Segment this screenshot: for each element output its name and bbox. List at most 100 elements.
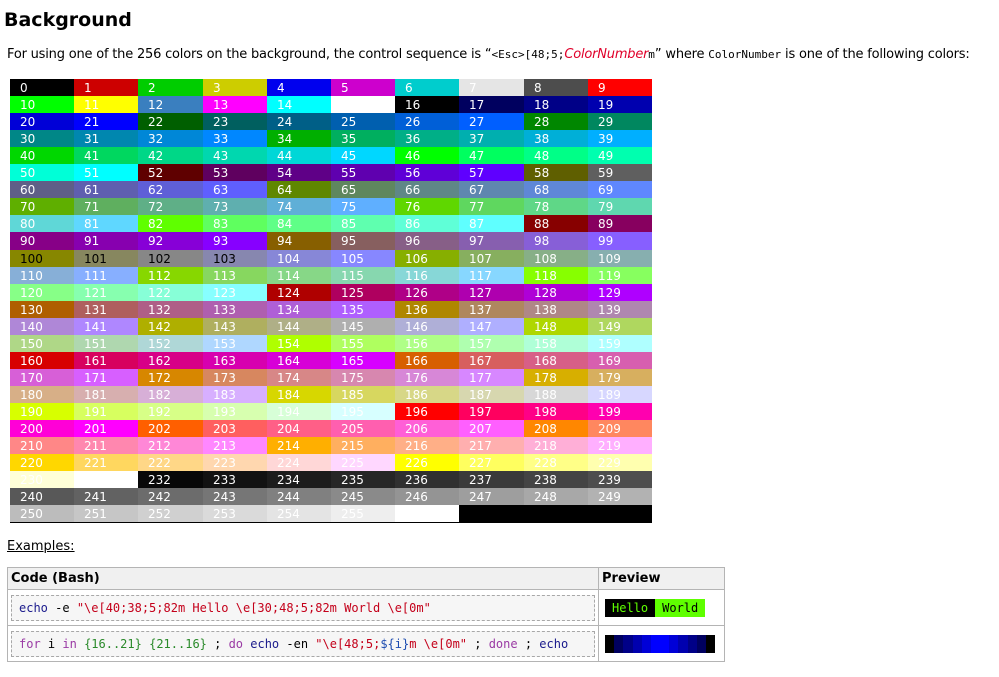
color-cell-159: 159: [588, 335, 652, 352]
color-cell-150: 150: [10, 335, 74, 352]
color-cell-106: 106: [395, 250, 459, 267]
color-cell-244: 244: [267, 488, 331, 505]
color-cell-117: 117: [459, 267, 524, 284]
color-cell-213: 213: [203, 437, 267, 454]
color-cell-202: 202: [138, 420, 203, 437]
color-cell-13: 13: [203, 96, 267, 113]
code-range: {21..16}: [149, 636, 207, 651]
color-cell-164: 164: [267, 352, 331, 369]
code-block[interactable]: echo -e "\e[40;38;5;82m Hello \e[30;48;5…: [11, 594, 595, 621]
code-token: -e: [47, 600, 77, 615]
color-cell-84: 84: [267, 215, 331, 232]
color-cell-231: 231: [74, 471, 138, 488]
code-keyword: in: [62, 636, 77, 651]
color-cell-79: 79: [588, 198, 652, 215]
color-cell-139: 139: [588, 301, 652, 318]
color-cell-227: 227: [459, 454, 524, 471]
color-cell-154: 154: [267, 335, 331, 352]
color-cell-15: 15: [331, 96, 395, 113]
color-cell-135: 135: [331, 301, 395, 318]
color-cell-133: 133: [203, 301, 267, 318]
color-cell-211: 211: [74, 437, 138, 454]
color-cell-61: 61: [74, 181, 138, 198]
color-cell-107: 107: [459, 250, 524, 267]
color-cell-10: 10: [10, 96, 74, 113]
color-cell-188: 188: [524, 386, 588, 403]
color-cell-1: 1: [74, 79, 138, 96]
color-cell-97: 97: [459, 232, 524, 250]
preview-swatch: [605, 634, 615, 653]
color-cell-141: 141: [74, 318, 138, 335]
color-cell-100: 100: [10, 250, 74, 267]
color-cell-6: 6: [395, 79, 459, 96]
color-cell-167: 167: [459, 352, 524, 369]
color-cell-31: 31: [74, 130, 138, 147]
color-cell-112: 112: [138, 267, 203, 284]
color-cell-62: 62: [138, 181, 203, 198]
color-cell-137: 137: [459, 301, 524, 318]
color-cell-245: 245: [331, 488, 395, 505]
color-cell-239: 239: [588, 471, 652, 488]
color-cell-38: 38: [524, 130, 588, 147]
color-cell-29: 29: [588, 113, 652, 130]
color-cell-58: 58: [524, 164, 588, 181]
color-cell-168: 168: [524, 352, 588, 369]
color-cell-160: 160: [10, 352, 74, 369]
code-token: ;: [206, 636, 229, 651]
color-cell-197: 197: [459, 403, 524, 420]
color-cell-183: 183: [203, 386, 267, 403]
color-cell-190: 190: [10, 403, 74, 420]
color-cell-171: 171: [74, 369, 138, 386]
color-cell-12: 12: [138, 96, 203, 113]
intro-text-after: is one of the following colors:: [781, 47, 970, 62]
color-cell-127: 127: [459, 284, 524, 301]
color-cell-8: 8: [524, 79, 588, 96]
color-cell-90: 90: [10, 232, 74, 250]
color-number-placeholder: ColorNumber: [564, 47, 649, 62]
color-cell-218: 218: [524, 437, 588, 454]
color-cell-123: 123: [203, 284, 267, 301]
color-cell-108: 108: [524, 250, 588, 267]
color-cell-151: 151: [74, 335, 138, 352]
color-cell-45: 45: [331, 147, 395, 164]
color-cell-104: 104: [267, 250, 331, 267]
color-cell-81: 81: [74, 215, 138, 232]
color-cell-92: 92: [138, 232, 203, 250]
code-token: echo: [243, 636, 280, 651]
color-cell-162: 162: [138, 352, 203, 369]
color-cell-255: 255: [331, 505, 395, 522]
color-cell-47: 47: [459, 147, 524, 164]
color-cell-180: 180: [10, 386, 74, 403]
color-cell-140: 140: [10, 318, 74, 335]
color-cell-44: 44: [267, 147, 331, 164]
color-cell-77: 77: [459, 198, 524, 215]
color-cell-161: 161: [74, 352, 138, 369]
color-cell-182: 182: [138, 386, 203, 403]
color-cell-24: 24: [267, 113, 331, 130]
color-cell-212: 212: [138, 437, 203, 454]
intro-text-before: For using one of the 256 colors on the b…: [7, 47, 492, 62]
color-cell-4: 4: [267, 79, 331, 96]
code-token: ;: [467, 636, 489, 651]
code-string: m \e[0m": [409, 636, 468, 651]
color-cell-110: 110: [10, 267, 74, 284]
table-header-row: Code (Bash) Preview: [7, 567, 725, 590]
color-number-code-ref: ColorNumber: [708, 48, 782, 61]
color-cell-72: 72: [138, 198, 203, 215]
color-cell-206: 206: [395, 420, 459, 437]
color-cell-242: 242: [138, 488, 203, 505]
color-cell-23: 23: [203, 113, 267, 130]
color-cell-128: 128: [524, 284, 588, 301]
color-cell-169: 169: [588, 352, 652, 369]
color-cell-122: 122: [138, 284, 203, 301]
color-cell-28: 28: [524, 113, 588, 130]
code-block[interactable]: for i in {16..21} {21..16} ; do echo -en…: [11, 630, 595, 657]
color-cell-175: 175: [331, 369, 395, 386]
color-cell-229: 229: [588, 454, 652, 471]
color-cell-74: 74: [267, 198, 331, 215]
header-preview: Preview: [598, 567, 725, 590]
color-cell-65: 65: [331, 181, 395, 198]
color-cell-203: 203: [203, 420, 267, 437]
color-cell-25: 25: [331, 113, 395, 130]
color-cell-115: 115: [331, 267, 395, 284]
